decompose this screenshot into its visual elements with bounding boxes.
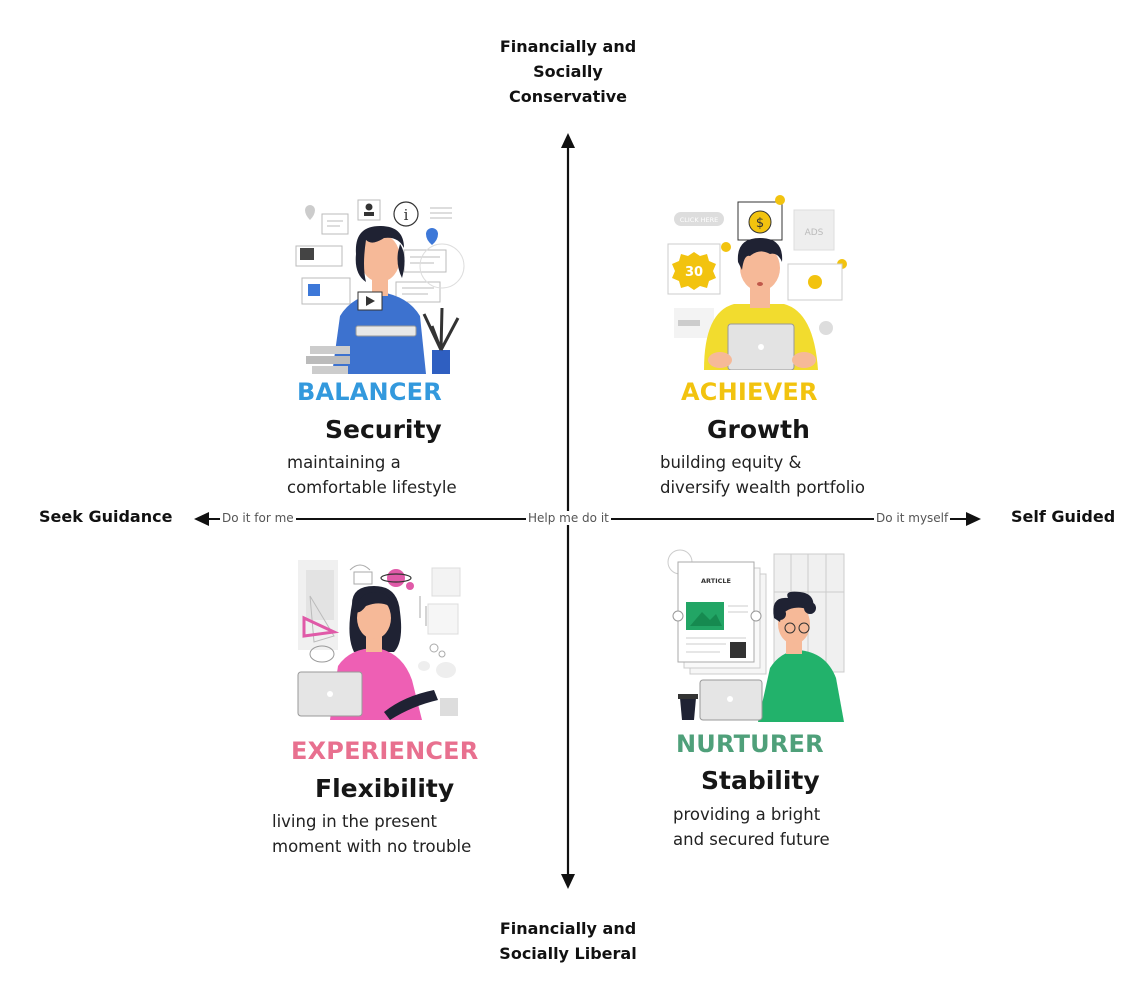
click-here-button-icon — [674, 212, 724, 226]
location-pin-blue-icon — [426, 228, 438, 245]
achiever-description: building equity & diversify wealth portf… — [660, 453, 865, 497]
svg-text:30: 30 — [685, 265, 703, 280]
location-pin-icon — [305, 204, 315, 220]
nurturer-illustration: ARTICLE — [667, 549, 845, 722]
experiencer-value: Flexibility — [315, 774, 455, 803]
left-axis-title: Seek Guidance — [39, 507, 173, 526]
ads-card-icon — [793, 209, 835, 251]
dollar-coin-icon — [748, 210, 772, 234]
svg-text:ARTICLE: ARTICLE — [701, 577, 731, 585]
svg-text:$: $ — [756, 216, 764, 231]
experiencer-title: EXPERIENCER — [291, 737, 479, 765]
close-badge-icon — [775, 195, 785, 205]
nurturer-person — [758, 650, 844, 722]
nurturer-title: NURTURER — [676, 730, 824, 758]
svg-text:CLICK HERE: CLICK HERE — [680, 216, 719, 224]
nurturer-description: providing a bright and secured future — [673, 805, 830, 849]
experiencer-illustration — [297, 560, 461, 720]
arrow-left-icon — [194, 512, 209, 526]
image-card-icon — [300, 248, 314, 260]
planet-icon — [387, 569, 405, 587]
play-icon — [808, 275, 822, 289]
top-axis-title: Financially and Socially Conservative — [499, 37, 637, 106]
info-icon — [393, 201, 419, 227]
tick-do-it-for-me: Do it for me — [220, 511, 296, 525]
chevron-left-icon — [672, 610, 684, 622]
bottom-axis-title: Financially and Socially Liberal — [499, 919, 637, 963]
arrow-up-icon — [561, 133, 575, 148]
coffee-cup-icon — [680, 698, 696, 720]
set-square-icon — [302, 615, 340, 638]
chevron-right-icon — [750, 610, 762, 622]
balancer-value: Security — [325, 415, 442, 444]
speech-bubble-icon — [309, 645, 335, 663]
arrow-down-icon — [561, 874, 575, 889]
tick-do-it-myself: Do it myself — [874, 511, 951, 525]
tick-help-me-do-it: Help me do it — [526, 511, 611, 525]
right-axis-title: Self Guided — [1011, 507, 1116, 526]
svg-text:ADS: ADS — [805, 228, 824, 238]
experiencer-description: living in the present moment with no tro… — [272, 812, 472, 856]
arrow-right-icon — [966, 512, 981, 526]
balancer-illustration: i — [295, 199, 465, 374]
balancer-title: BALANCER — [297, 378, 442, 406]
svg-text:i: i — [404, 206, 409, 224]
open-book-icon — [384, 690, 438, 720]
achiever-title: ACHIEVER — [681, 378, 818, 406]
ui-cards-icon — [295, 207, 465, 305]
thirty-badge-icon — [672, 252, 716, 290]
balancer-description: maintaining a comfortable lifestyle — [287, 453, 457, 497]
achiever-value: Growth — [707, 415, 810, 444]
achiever-illustration: CLICK HERE ADS $ 30 — [667, 195, 847, 370]
nurturer-value: Stability — [701, 766, 820, 795]
